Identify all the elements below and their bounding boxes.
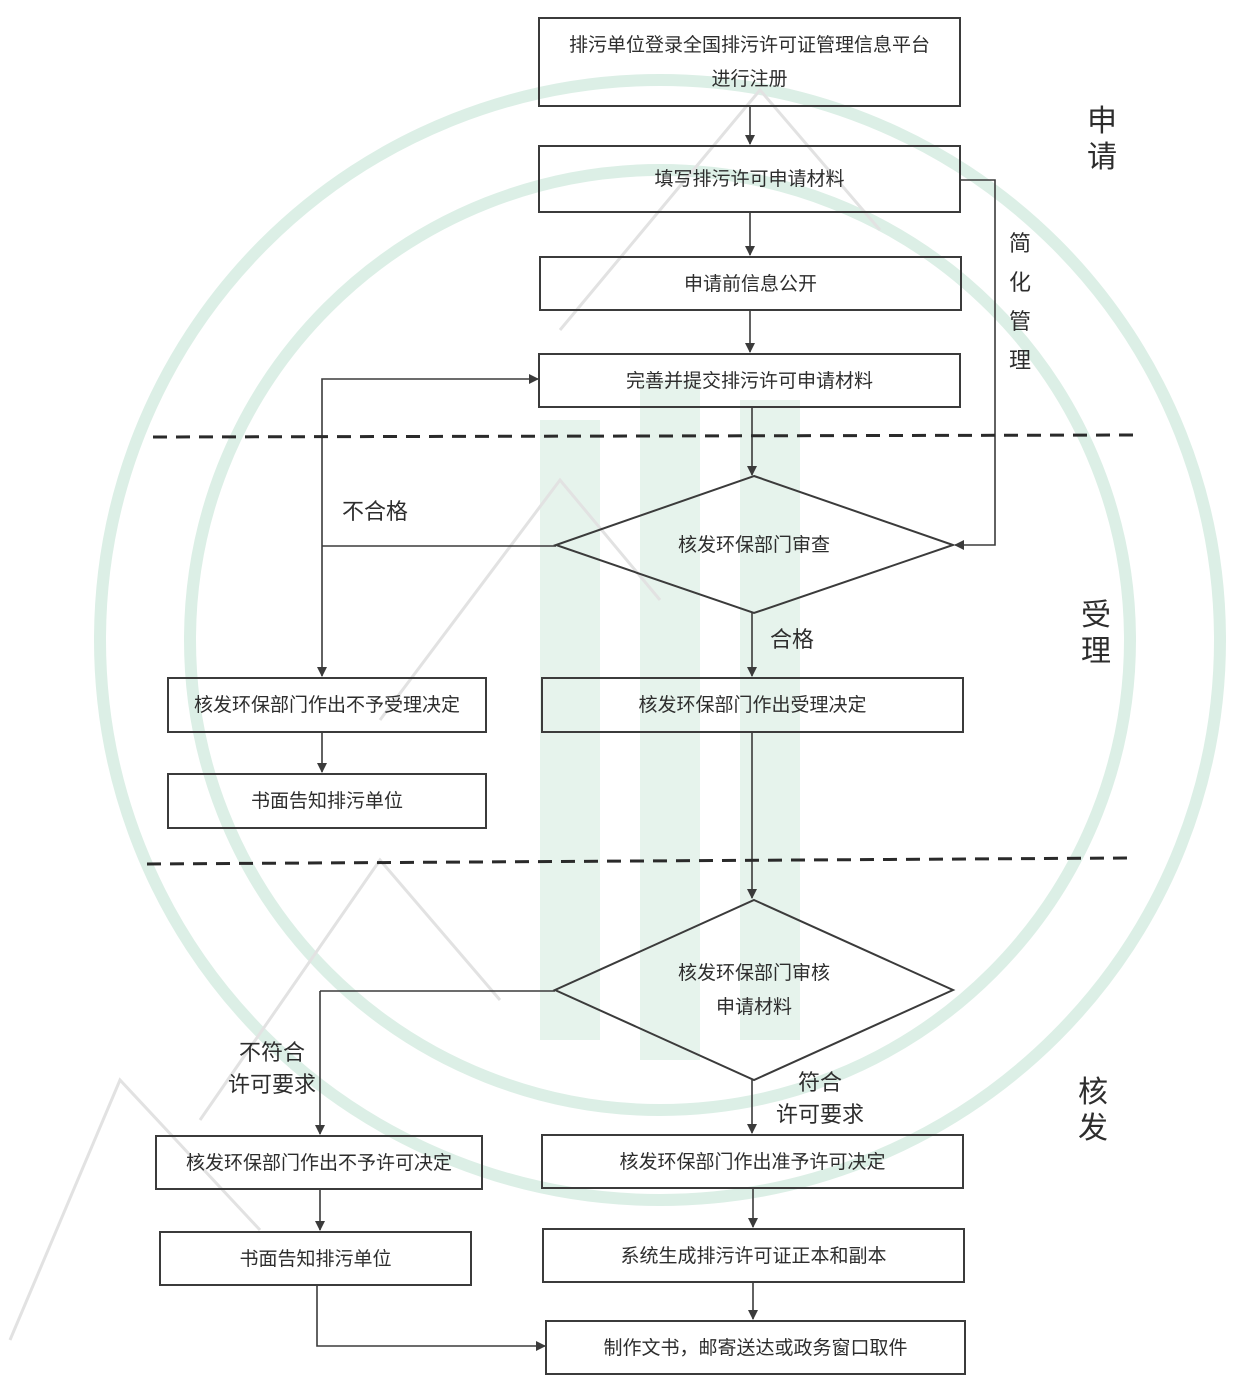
- stage-issue: 核 发: [1078, 1075, 1108, 1146]
- review-diamond: [552, 474, 957, 615]
- node-grant-permit: 核发环保部门作出准予许可决定: [541, 1134, 964, 1189]
- audit-diamond: [552, 898, 956, 1082]
- node-accept-decision: 核发环保部门作出受理决定: [541, 677, 964, 733]
- node-reject-decision: 核发环保部门作出不予受理决定: [167, 677, 487, 733]
- divider-accept-issue: [146, 856, 1128, 866]
- node-reject-notify: 书面告知排污单位: [167, 773, 487, 829]
- node-disclose: 申请前信息公开: [539, 256, 962, 311]
- node-deny-notify: 书面告知排污单位: [159, 1231, 472, 1286]
- node-fill: 填写排污许可申请材料: [538, 145, 961, 213]
- stage-apply: 申 请: [1087, 104, 1117, 175]
- label-not-meet: 不符合 许可要求: [227, 1041, 316, 1098]
- edge-loop-back: [321, 374, 539, 546]
- node-deliver: 制作文书，邮寄送达或政务窗口取件: [545, 1320, 966, 1375]
- node-review-label: 核发环保部门审查: [677, 534, 830, 556]
- label-simplified: 简 化 管 理: [1008, 232, 1031, 374]
- edge-simplified: [954, 179, 996, 550]
- label-meet: 符合 许可要求: [775, 1071, 864, 1128]
- node-audit-label: 核发环保部门审核 申请材料: [677, 962, 830, 1018]
- node-deny-permit: 核发环保部门作出不予许可决定: [155, 1135, 483, 1190]
- divider-apply-accept: [152, 433, 1138, 439]
- node-generate: 系统生成排污许可证正本和副本: [542, 1228, 965, 1283]
- label-unqualified: 不合格: [341, 500, 408, 525]
- label-qualified: 合格: [769, 628, 814, 653]
- node-register: 排污单位登录全国排污许可证管理信息平台 进行注册: [538, 17, 961, 107]
- stage-accept: 受 理: [1081, 598, 1111, 669]
- node-submit: 完善并提交排污许可申请材料: [538, 353, 961, 408]
- edge-notify-deliver: [316, 1285, 546, 1351]
